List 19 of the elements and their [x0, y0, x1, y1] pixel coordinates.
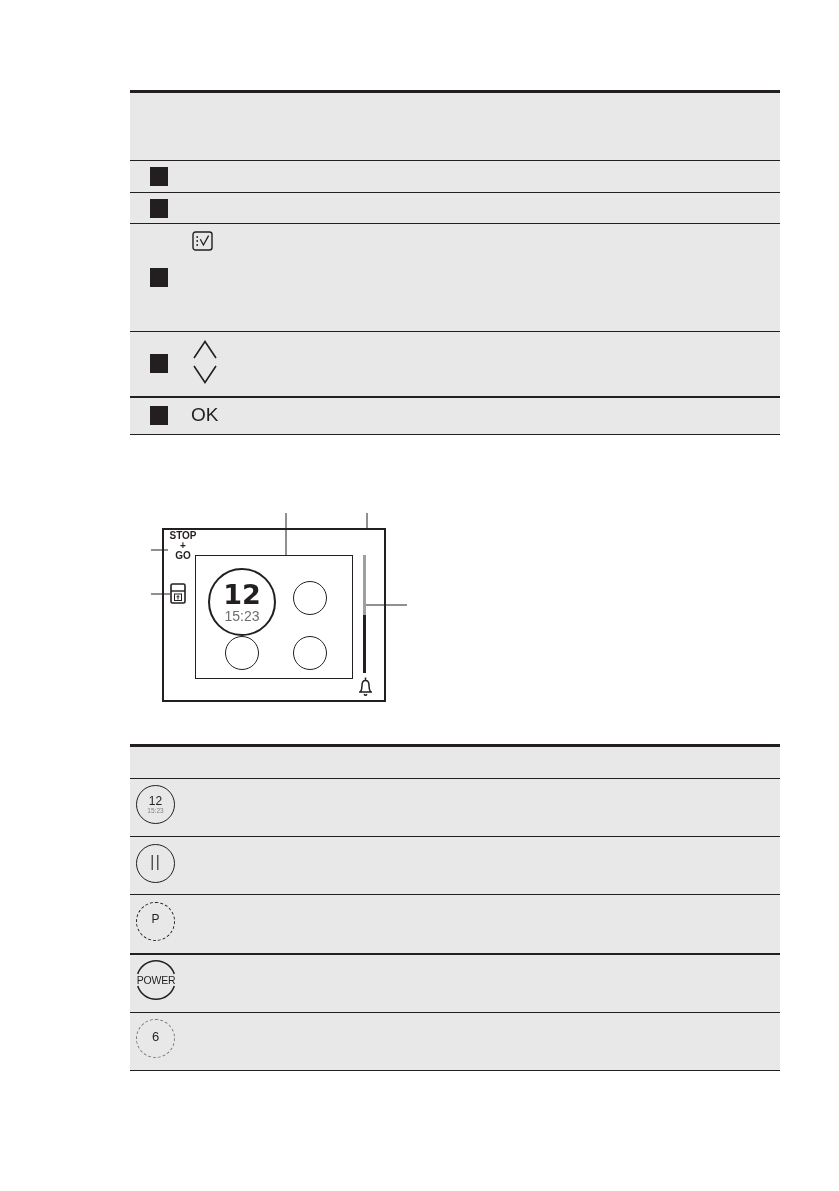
- level-number: 12: [223, 580, 261, 608]
- symbol-text: POWER: [136, 974, 176, 986]
- leader-line: [150, 593, 171, 595]
- time-text: 15:23: [224, 607, 260, 624]
- zone-circle: [208, 568, 276, 636]
- leader-line: [365, 604, 408, 606]
- leader-line: [366, 512, 368, 529]
- level-number: 12: [148, 794, 163, 807]
- ok-label: OK: [191, 405, 219, 425]
- symbol-ring: [135, 960, 177, 1000]
- display-label: STOP + GO: [168, 531, 198, 561]
- panel-icon: [170, 583, 186, 604]
- leader-line: [150, 549, 169, 551]
- zone-panel: [195, 555, 353, 679]
- slider-track: [363, 555, 366, 673]
- symbol-text: 6: [151, 1029, 160, 1044]
- display-frame: [162, 528, 386, 702]
- leader-line: [285, 512, 287, 556]
- symbol-text: P: [151, 911, 160, 926]
